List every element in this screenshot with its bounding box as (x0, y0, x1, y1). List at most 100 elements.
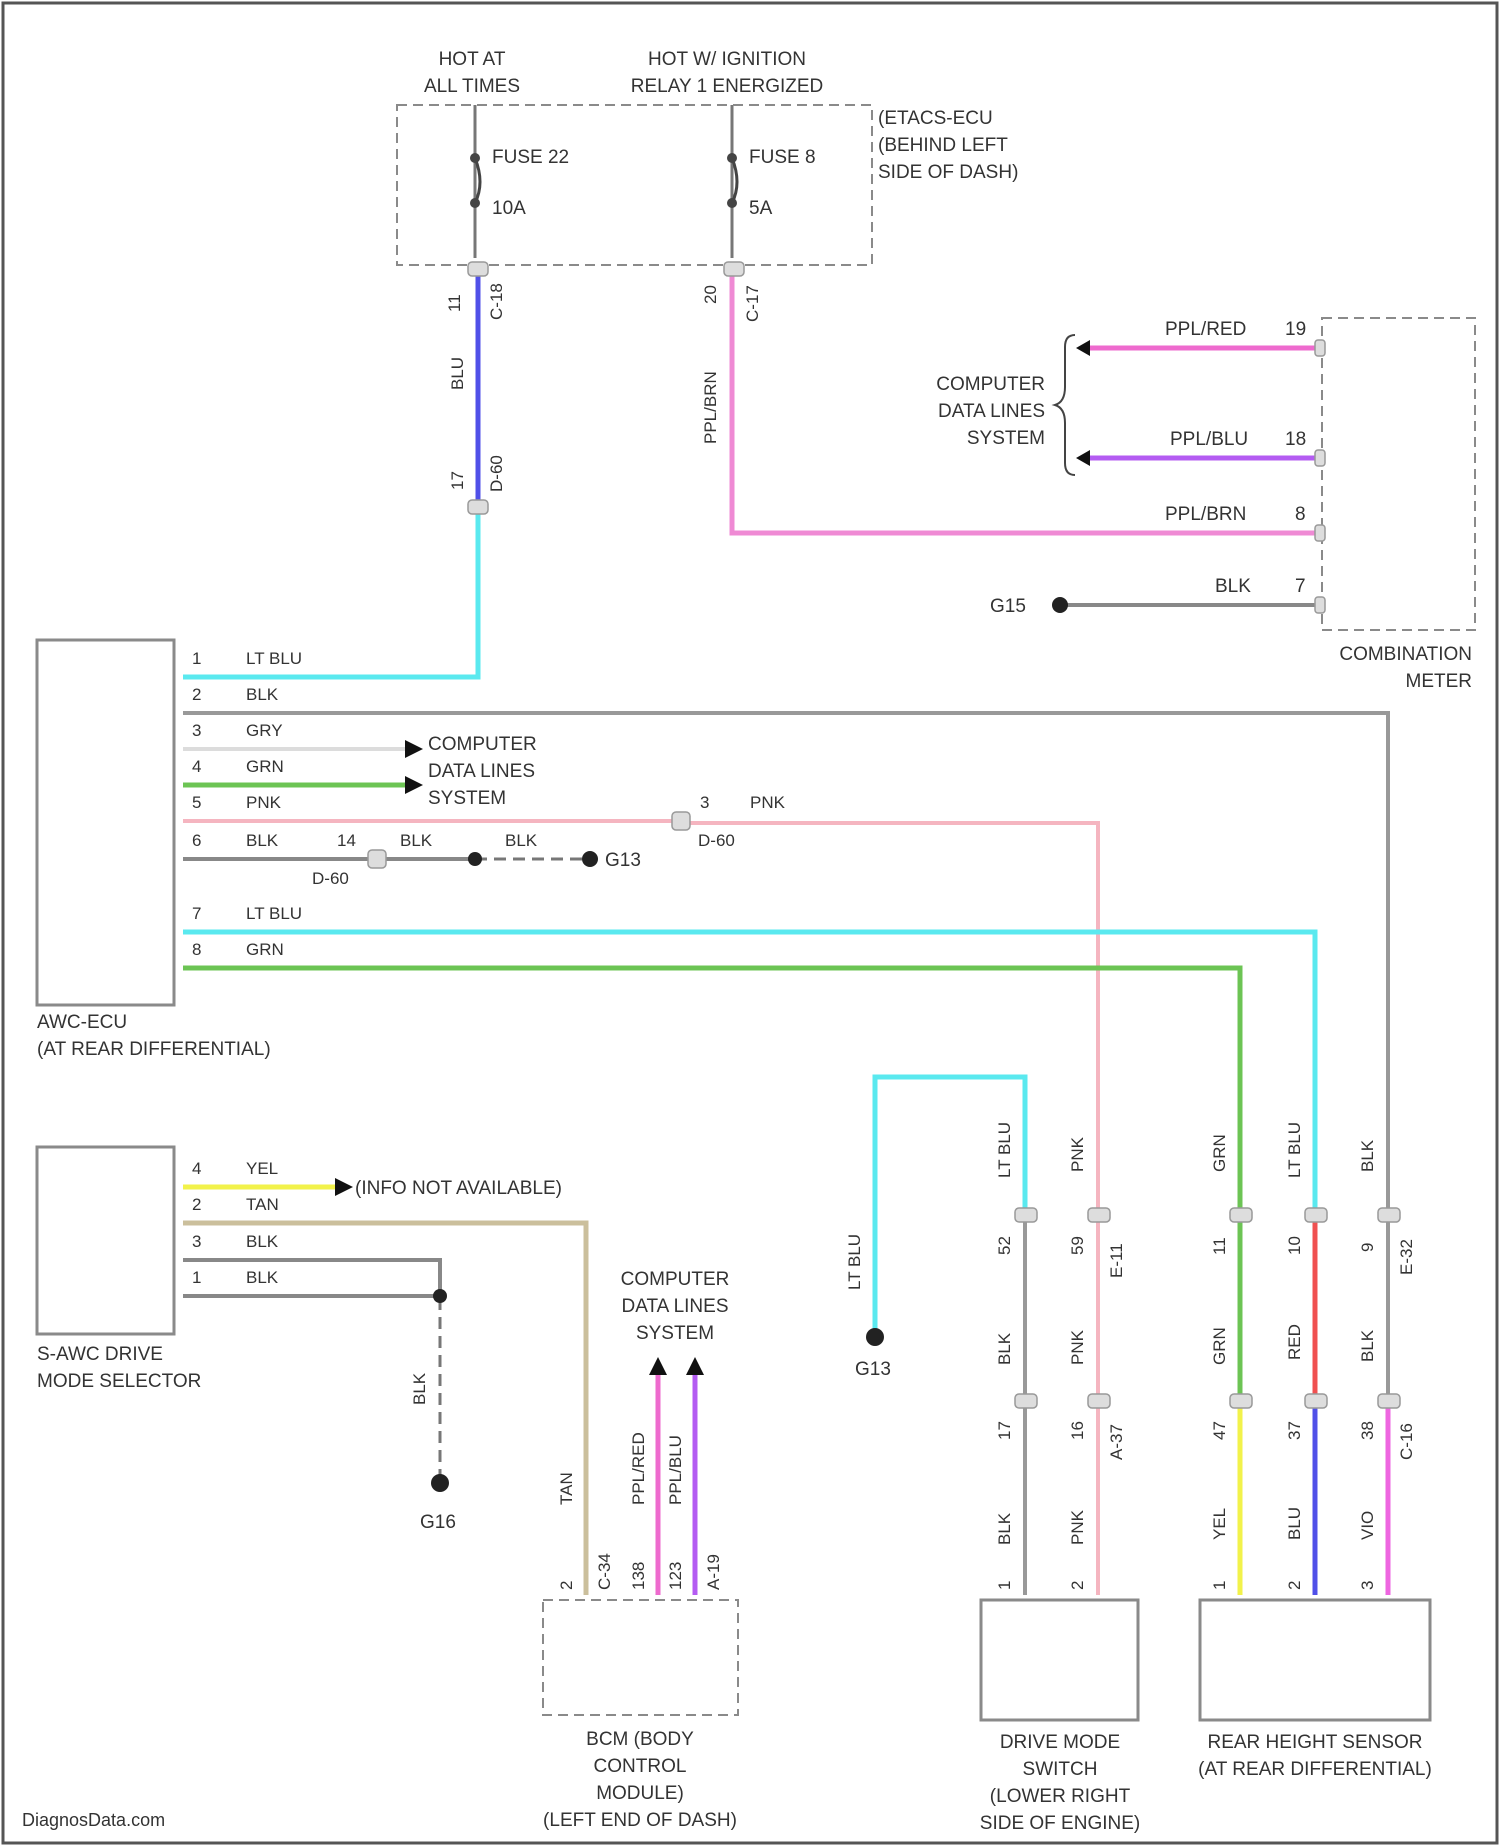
awc-pin-6-color: BLK (246, 831, 279, 850)
meter-data-lines-1: COMPUTER (936, 374, 1045, 395)
rhs-lower-p1: 1 (1210, 1581, 1229, 1590)
awc-pin-7-num: 7 (192, 904, 201, 923)
ground-ltblu-label: G13 (855, 1359, 891, 1380)
bcm-label-3: MODULE) (596, 1783, 684, 1804)
wire-lt-blu-pin1 (183, 510, 478, 677)
awc-pin-labels: 1 LT BLU 2 BLK 3 GRY 4 GRN 5 PNK 6 BLK 7… (192, 649, 302, 959)
bcm-data-lines-2: DATA LINES (622, 1296, 729, 1317)
fuse-8-rating: 5A (749, 198, 773, 219)
c3-id: D-60 (487, 455, 506, 492)
c2-pin: 20 (701, 285, 720, 304)
rhs-lower-p3: 3 (1358, 1581, 1377, 1590)
awc-pin-5-color: PNK (246, 793, 282, 812)
combination-meter-label-1: COMBINATION (1339, 644, 1472, 665)
bcm-pin-ppl-blu: 123 (666, 1562, 685, 1590)
sel-pin-3-num: 3 (192, 1232, 201, 1251)
selector-label-1: S-AWC DRIVE (37, 1344, 163, 1365)
rhs-e32-id: E-32 (1397, 1239, 1416, 1275)
ground-dot-awc (582, 851, 598, 867)
sel-pin-1-num: 1 (192, 1268, 201, 1287)
awc-data-lines-2: DATA LINES (428, 761, 535, 782)
rhs-lower-w1: YEL (1210, 1508, 1229, 1540)
sel-pin-4-color: YEL (246, 1159, 278, 1178)
rhs-middle-w1: GRN (1210, 1327, 1229, 1365)
awc-pin-2-color: BLK (246, 685, 279, 704)
ground-awc-label: G13 (605, 850, 641, 871)
wire-blk-meter-label: BLK (1215, 576, 1251, 597)
awc-pin-5-num: 5 (192, 793, 201, 812)
dms-lower-p2: 2 (1068, 1581, 1087, 1590)
rhs-lower-w3: VIO (1358, 1511, 1377, 1540)
rhs-label-2: (AT REAR DIFFERENTIAL) (1198, 1759, 1432, 1780)
arrow-ppl-blu-bcm (686, 1357, 704, 1375)
ground-dot-ltblu (866, 1328, 884, 1346)
c2-id: C-17 (743, 285, 762, 322)
bcm-pin-ppl-red: 138 (629, 1562, 648, 1590)
awc-pin-3-num: 3 (192, 721, 201, 740)
sel-pin-4-num: 4 (192, 1159, 201, 1178)
bcm-a19-id: A-19 (704, 1554, 723, 1590)
fuse-box-label-2: (BEHIND LEFT (878, 135, 1008, 156)
wire-blk-a-label: BLK (400, 831, 433, 850)
bcm-box (543, 1600, 738, 1715)
wire-ppl-red-label: PPL/RED (1165, 319, 1246, 340)
dms-e11-id: E-11 (1107, 1243, 1126, 1278)
bcm-label-4: (LEFT END OF DASH) (543, 1810, 737, 1831)
dms-label-3: (LOWER RIGHT (990, 1786, 1131, 1807)
bcm-data-lines-1: COMPUTER (621, 1269, 730, 1290)
selector-label-2: MODE SELECTOR (37, 1371, 201, 1392)
wire-blk-sel-3 (183, 1260, 440, 1295)
awc-ecu-box (37, 640, 174, 1005)
hot-ignition-2: RELAY 1 ENERGIZED (631, 76, 824, 97)
splice-dot-awc (468, 852, 482, 866)
arrow-gry (405, 740, 423, 758)
fuse-22-rating: 10A (492, 198, 526, 219)
bcm-label-1: BCM (BODY (586, 1729, 694, 1750)
splice-dot-selector (433, 1289, 447, 1303)
awc-pin-4-color: GRN (246, 757, 284, 776)
rhs-label-1: REAR HEIGHT SENSOR (1207, 1732, 1422, 1753)
wire-blu-label: BLU (448, 357, 467, 390)
awc-pin-8-num: 8 (192, 940, 201, 959)
wire-ppl-brn-label: PPL/BRN (1165, 504, 1246, 525)
selector-ground-wire-label: BLK (410, 1372, 429, 1405)
fuse-22-label: FUSE 22 (492, 147, 569, 168)
awc-pin-3-color: GRY (246, 721, 283, 740)
wire-blk-pin2 (183, 713, 1388, 1215)
dms-a37-id: A-37 (1107, 1424, 1126, 1460)
dms-middle-p1: 17 (995, 1421, 1014, 1440)
wire-blk-b-label: BLK (505, 831, 538, 850)
bcm-ppl-red-label: PPL/RED (629, 1432, 648, 1505)
rhs-middle-w2: RED (1285, 1324, 1304, 1360)
diagram-border (3, 3, 1497, 1843)
hot-at-all-times-1: HOT AT (439, 49, 506, 70)
brace-meter (1055, 335, 1075, 475)
rhs-upper-p3: 9 (1358, 1243, 1377, 1252)
sel-pin-1-color: BLK (246, 1268, 279, 1287)
meter-data-lines-2: DATA LINES (938, 401, 1045, 422)
c3-pin: 17 (448, 471, 467, 490)
awc-pin-7-color: LT BLU (246, 904, 302, 923)
wire-tan-sel (183, 1223, 586, 1595)
wire-ppl-brn-pin: 8 (1295, 504, 1306, 525)
info-not-available: (INFO NOT AVAILABLE) (355, 1178, 562, 1199)
ground-dot-selector (431, 1474, 449, 1492)
awc-ecu-label-1: AWC-ECU (37, 1012, 127, 1033)
fuse-8-label: FUSE 8 (749, 147, 816, 168)
dms-upper-w2: PNK (1068, 1136, 1087, 1172)
wire-ppl-blu-pin: 18 (1285, 429, 1306, 450)
arrow-ppl-red (1076, 340, 1090, 356)
wire-lt-blu-pin7 (183, 932, 1315, 1215)
dms-middle-w2: PNK (1068, 1329, 1087, 1365)
wire-ppl-brn-vertical-label: PPL/BRN (701, 371, 720, 444)
c1-pin: 11 (445, 294, 464, 312)
selector-box (37, 1147, 174, 1334)
dms-label-1: DRIVE MODE (1000, 1732, 1120, 1753)
pnk-splice-pin: 3 (700, 793, 709, 812)
hot-ignition-1: HOT W/ IGNITION (648, 49, 806, 70)
bcm-label-2: CONTROL (594, 1756, 687, 1777)
bcm-tan-label: TAN (557, 1472, 576, 1505)
bcm-data-lines-3: SYSTEM (636, 1323, 714, 1344)
d60b-id: D-60 (312, 869, 349, 888)
